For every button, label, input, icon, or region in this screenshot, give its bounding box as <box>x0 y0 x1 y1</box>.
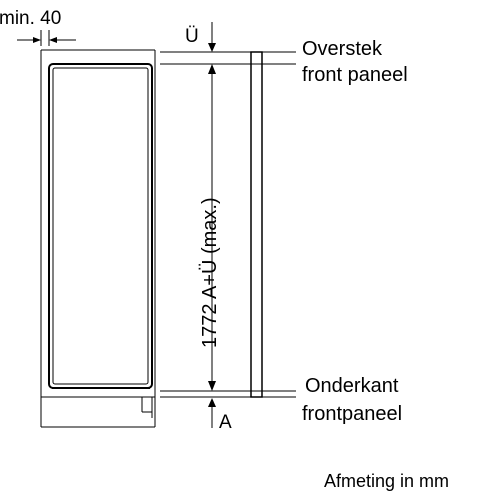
height-dimension-label: 1772 A+Ü (max.) <box>199 197 221 348</box>
height-dimension-arrow <box>208 64 216 391</box>
unit-note: Afmeting in mm <box>324 471 449 491</box>
overhang-marker-label: Ü <box>185 26 199 47</box>
reference-lines <box>160 51 296 398</box>
niche-outline <box>40 49 156 428</box>
overhang-label-line1: Overstek <box>302 38 383 60</box>
appliance-body <box>48 63 153 418</box>
front-panel <box>250 51 263 398</box>
overhang-arrow <box>208 22 216 52</box>
bottom-marker-label: A <box>219 412 232 433</box>
bottom-marker-arrow <box>208 398 216 428</box>
min-gap-label: min. 40 <box>0 8 61 29</box>
overhang-label-line2: front paneel <box>302 64 408 86</box>
bottom-edge-label-line1: Onderkant <box>305 375 399 397</box>
bottom-edge-label-line2: frontpaneel <box>302 403 402 425</box>
min-gap-dimension <box>17 30 76 46</box>
